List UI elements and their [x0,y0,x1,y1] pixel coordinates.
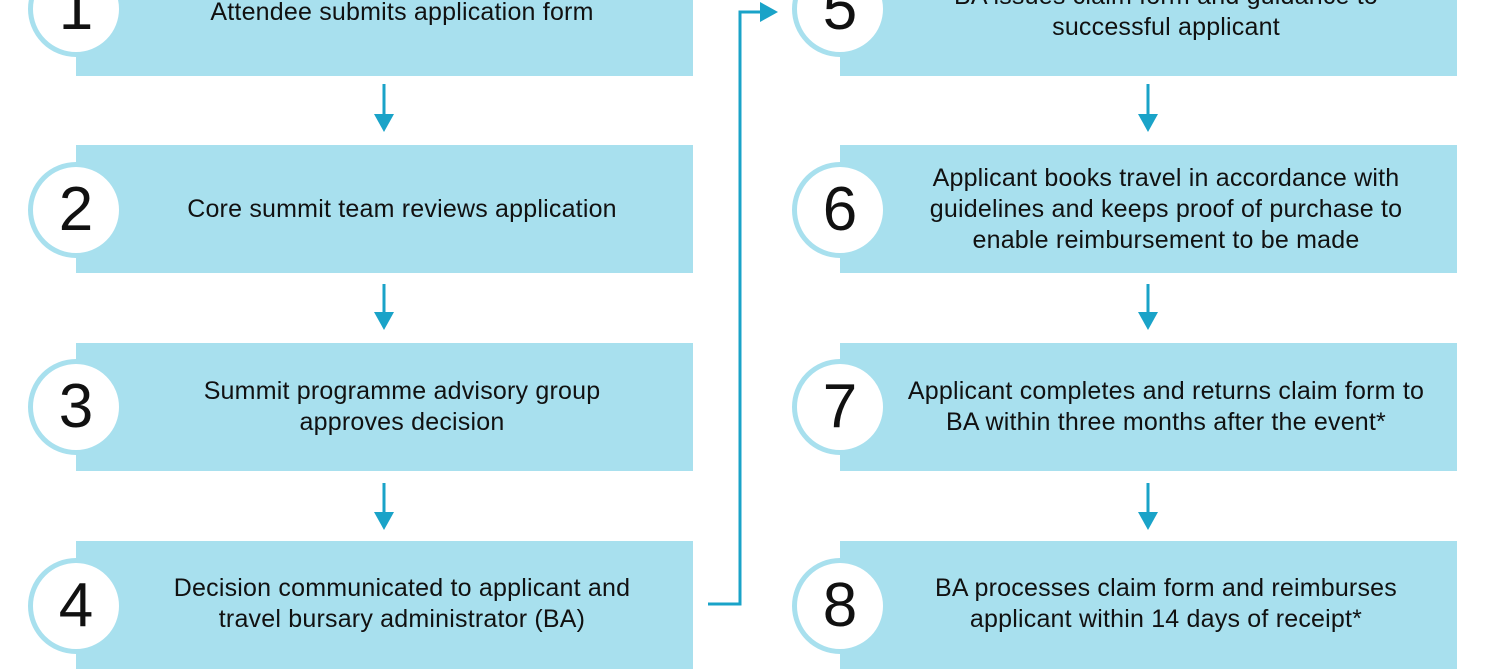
step-1-text: Attendee submits application form [210,0,594,26]
arrow-step5-to-step6 [1138,84,1158,132]
step-3-number: 3 [58,372,94,441]
step-7-number: 7 [822,372,858,441]
step-5-number: 5 [822,0,858,43]
step-2-number-circle: 2 [28,162,124,258]
arrow-step2-to-step3 [374,284,394,330]
step-3-number-circle: 3 [28,359,124,455]
step-4-number-circle: 4 [28,558,124,654]
step-1-box: Attendee submits application form [76,0,693,76]
arrow-step6-to-step7 [1138,284,1158,330]
step-8-box: BA processes claim form and reimburses a… [840,541,1457,669]
flow-connectors [374,2,1158,606]
step-5-text: BA issues claim form and guidance to suc… [954,0,1378,41]
step-4-box: Decision communicated to applicant and t… [76,541,693,669]
step-4-number: 4 [58,571,94,640]
step-2-box: Core summit team reviews application [76,145,693,273]
step-8-text: BA processes claim form and reimburses a… [935,574,1397,633]
step-3-box: Summit programme advisory group approves… [76,343,693,471]
arrow-step4-to-step5 [708,2,778,606]
step-5-box: BA issues claim form and guidance to suc… [840,0,1457,76]
step-2-number: 2 [58,175,94,244]
step-7-number-circle: 7 [792,359,888,455]
arrow-step1-to-step2 [374,84,394,132]
step-7-text: Applicant completes and returns claim fo… [907,377,1425,436]
step-3-text: Summit programme advisory group approves… [203,377,601,436]
arrow-step3-to-step4 [374,483,394,530]
step-1-number: 1 [58,0,94,43]
step-2-text: Core summit team reviews application [187,194,617,223]
step-6-number-circle: 6 [792,162,888,258]
step-6-number: 6 [822,175,858,244]
arrow-step7-to-step8 [1138,483,1158,530]
step-8-number-circle: 8 [792,558,888,654]
step-8-number: 8 [822,571,858,640]
step-6-box: Applicant books travel in accordance wit… [840,145,1457,273]
step-6-text: Applicant books travel in accordance wit… [929,163,1403,254]
step-4-text: Decision communicated to applicant and t… [173,574,631,633]
step-7-box: Applicant completes and returns claim fo… [840,343,1457,471]
